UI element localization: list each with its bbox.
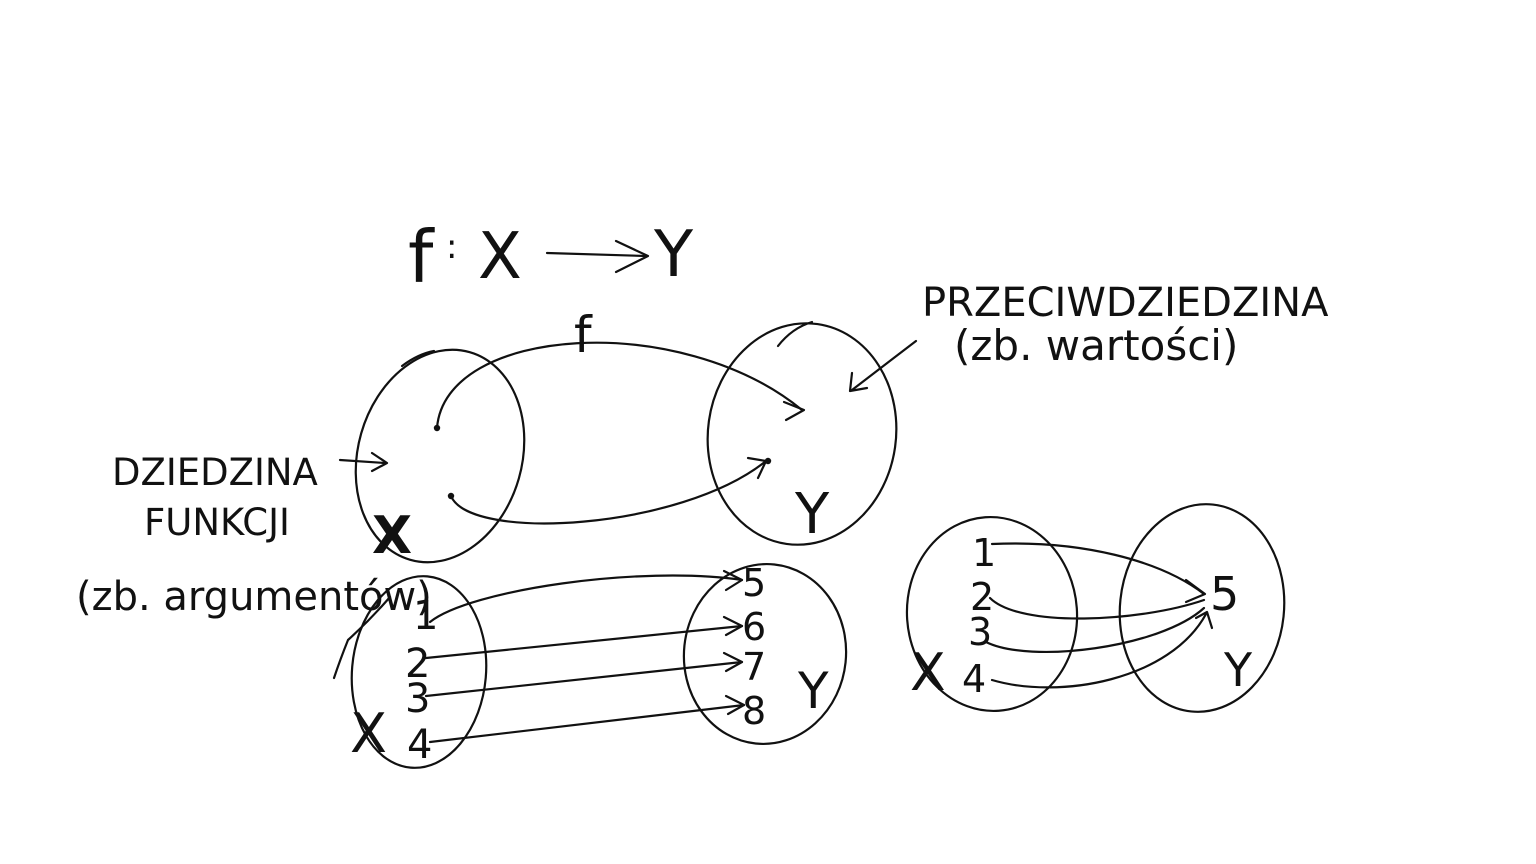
example2-arrow-1-5 [990, 542, 1206, 596]
example1-domain-set-label: X [350, 702, 387, 765]
example1-domain-elem-4: 4 [407, 722, 432, 768]
domain-ellipse [354, 348, 526, 564]
example1-codomain-elem-5: 5 [742, 561, 766, 605]
example-one-to-one: 1 2 3 4 5 6 7 8 X Y [332, 561, 848, 769]
domain-caption-arrow-head [370, 451, 389, 473]
domain-point-b [447, 492, 455, 500]
codomain-caption-line1: PRZECIWDZIEDZINA [922, 280, 1329, 326]
function-f-label: f [574, 306, 593, 364]
example1-arrow-2-6-head [722, 615, 744, 637]
example1-arrow-3-7-head [722, 651, 744, 673]
example2-domain-ellipse [905, 515, 1079, 713]
example2-codomain-set-label: Y [1223, 643, 1253, 697]
example1-codomain-elem-6: 6 [742, 605, 766, 649]
formula-arrow-head [614, 239, 650, 274]
formula-f: f [408, 215, 435, 299]
example1-codomain-elem-7: 7 [742, 645, 766, 689]
codomain-caption-arrow [850, 339, 918, 392]
domain-caption-line2: FUNKCJI [144, 501, 290, 544]
example1-codomain-ellipse [682, 562, 848, 746]
mapping-arrow-bottom [449, 459, 768, 525]
example2-arrow-4-5-head [1194, 610, 1214, 630]
mapping-arrow-top-head [782, 400, 806, 422]
example2-arrow-4-5 [990, 612, 1208, 689]
codomain-caption-line2: (zb. wartości) [954, 321, 1238, 370]
example1-domain-ellipse [350, 575, 488, 769]
example1-arrow-4-8-head [724, 694, 746, 716]
formula-codomain-set: Y [653, 218, 694, 292]
example2-domain-set-label: X [910, 643, 946, 703]
example1-domain-elem-3: 3 [405, 676, 430, 722]
example-many-to-one: 1 2 3 4 5 X Y [905, 503, 1286, 713]
domain-caption-line3: (zb. argumentów) [76, 574, 432, 620]
formula-domain-set: X [478, 220, 522, 294]
example2-arrow-1-5-head [1184, 578, 1207, 604]
example1-codomain-set-label: Y [797, 662, 829, 720]
formula-arrow-shaft [545, 251, 648, 258]
codomain-ellipse-start-mark [776, 320, 814, 348]
example2-domain-elem-3: 3 [968, 610, 992, 654]
example2-codomain-ellipse [1118, 503, 1286, 713]
example2-domain-elem-1: 1 [972, 531, 996, 575]
codomain-caption-arrow-head [848, 371, 869, 393]
main-mapping-diagram: f X Y DZIEDZINA FUNKCJI (zb. argumentów)… [76, 280, 1329, 620]
domain-caption-arrow [338, 458, 387, 465]
example1-domain-elem-2: 2 [405, 641, 430, 687]
example2-arrow-2-5 [988, 596, 1206, 620]
example1-domain-elem-1: 1 [413, 593, 438, 639]
example1-arrow-2-6 [424, 624, 744, 660]
codomain-ellipse [706, 322, 898, 546]
domain-set-label: X [372, 506, 412, 566]
mapping-arrow-top [435, 341, 804, 430]
example1-domain-start-mark [332, 595, 392, 680]
example1-arrow-3-7 [424, 660, 744, 698]
codomain-set-label: Y [794, 482, 830, 547]
example2-codomain-elem-5: 5 [1210, 567, 1239, 621]
formula-colon: : [446, 227, 457, 267]
example2-domain-elem-4: 4 [962, 657, 986, 701]
example1-codomain-elem-8: 8 [742, 689, 766, 733]
domain-point-a [433, 424, 441, 432]
example1-arrow-1-5 [428, 574, 744, 624]
domain-caption-line1: DZIEDZINA [112, 451, 318, 494]
example1-arrow-4-8 [428, 703, 746, 744]
codomain-point-b [764, 457, 772, 465]
domain-ellipse-start-mark [400, 349, 436, 368]
example2-arrow-3-5 [984, 606, 1206, 654]
example1-arrow-1-5-head [722, 569, 744, 592]
function-formula: f : X Y [408, 215, 694, 299]
